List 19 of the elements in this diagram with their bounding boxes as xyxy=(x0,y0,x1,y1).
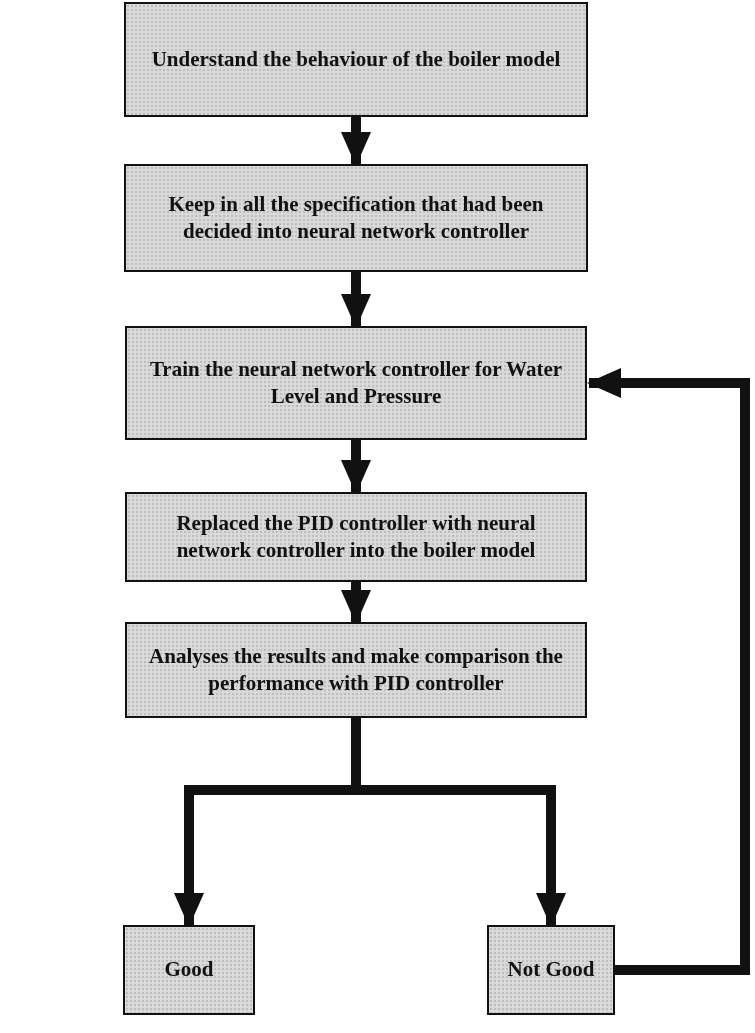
process-box xyxy=(124,2,588,117)
box-text: Analyses the results and make comparison the performance with PID controller xyxy=(148,642,564,697)
process-box xyxy=(125,492,587,582)
box-text: Train the neural network controller for Water Level and Pressure xyxy=(148,355,564,410)
box-text: Good xyxy=(164,956,214,984)
process-box xyxy=(125,326,587,440)
process-box xyxy=(125,622,587,718)
box-text: Understand the behaviour of the boiler model xyxy=(151,45,561,73)
box-text: Replaced the PID controller with neural network controller into the boiler model xyxy=(175,509,537,564)
box-text: Keep in all the specification that had been decided into neural network controller xyxy=(167,190,545,245)
arrow xyxy=(341,440,371,494)
box-text: Not Good xyxy=(507,956,595,984)
process-box xyxy=(124,164,588,272)
process-box xyxy=(123,925,255,1015)
arrow xyxy=(587,368,750,975)
arrow xyxy=(341,117,371,166)
arrow xyxy=(341,582,371,624)
process-box xyxy=(487,925,615,1015)
arrow xyxy=(341,272,371,328)
